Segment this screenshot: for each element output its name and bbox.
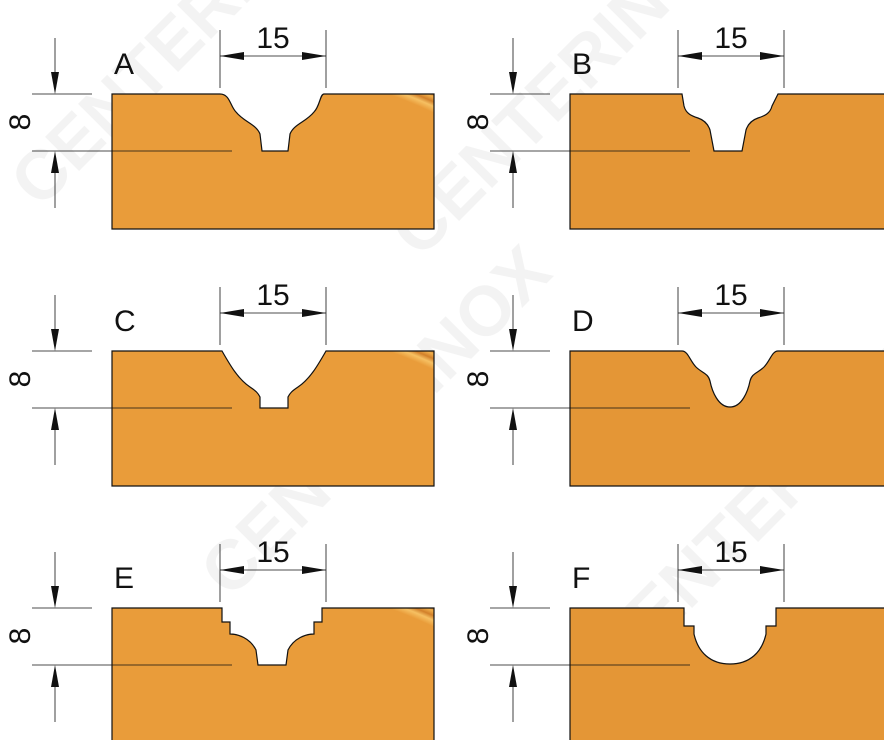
width-arrow-left [220, 309, 244, 317]
profile-panel-d: 8 15D [462, 279, 884, 487]
depth-arrow-up [51, 665, 59, 687]
depth-label: 8 [4, 371, 37, 388]
wood-block [569, 607, 884, 740]
width-arrow-left [220, 52, 244, 60]
depth-arrow-down [51, 586, 59, 608]
width-arrow-left [678, 52, 702, 60]
width-arrow-right [760, 566, 784, 574]
depth-label: 8 [4, 114, 37, 131]
depth-arrow-up [51, 408, 59, 430]
profile-letter: F [572, 562, 590, 595]
profile-panel-f: 8 15F [462, 536, 884, 740]
width-arrow-left [220, 566, 244, 574]
width-label: 15 [714, 279, 747, 312]
profile-panel-b: 8 15B [462, 22, 884, 230]
depth-arrow-up [51, 151, 59, 173]
width-arrow-right [302, 52, 326, 60]
profile-panel-a: 8 15A [4, 22, 435, 230]
depth-arrow-down [51, 329, 59, 351]
depth-arrow-down [509, 72, 517, 94]
width-label: 15 [256, 279, 289, 312]
width-label: 15 [256, 536, 289, 569]
width-label: 15 [714, 22, 747, 55]
depth-arrow-up [509, 665, 517, 687]
width-arrow-left [678, 566, 702, 574]
width-arrow-right [760, 309, 784, 317]
wood-block [111, 607, 435, 740]
depth-arrow-down [509, 586, 517, 608]
depth-arrow-down [51, 72, 59, 94]
depth-arrow-down [509, 329, 517, 351]
profile-letter: A [114, 48, 134, 81]
width-arrow-right [302, 309, 326, 317]
depth-label: 8 [462, 628, 495, 645]
profile-letter: C [114, 305, 136, 338]
width-arrow-right [302, 566, 326, 574]
profile-panel-c: 8 15C [4, 279, 435, 487]
wood-block [569, 93, 884, 230]
wood-block [111, 93, 435, 230]
width-arrow-left [678, 309, 702, 317]
depth-arrow-up [509, 408, 517, 430]
wood-block [111, 350, 435, 487]
depth-label: 8 [4, 628, 37, 645]
depth-arrow-up [509, 151, 517, 173]
profile-panel-e: 8 15E [4, 536, 435, 740]
width-label: 15 [256, 22, 289, 55]
profile-letter: D [572, 305, 594, 338]
profile-letter: B [572, 48, 592, 81]
profile-letter: E [114, 562, 134, 595]
wood-block [569, 350, 884, 487]
depth-label: 8 [462, 371, 495, 388]
depth-label: 8 [462, 114, 495, 131]
width-arrow-right [760, 52, 784, 60]
width-label: 15 [714, 536, 747, 569]
